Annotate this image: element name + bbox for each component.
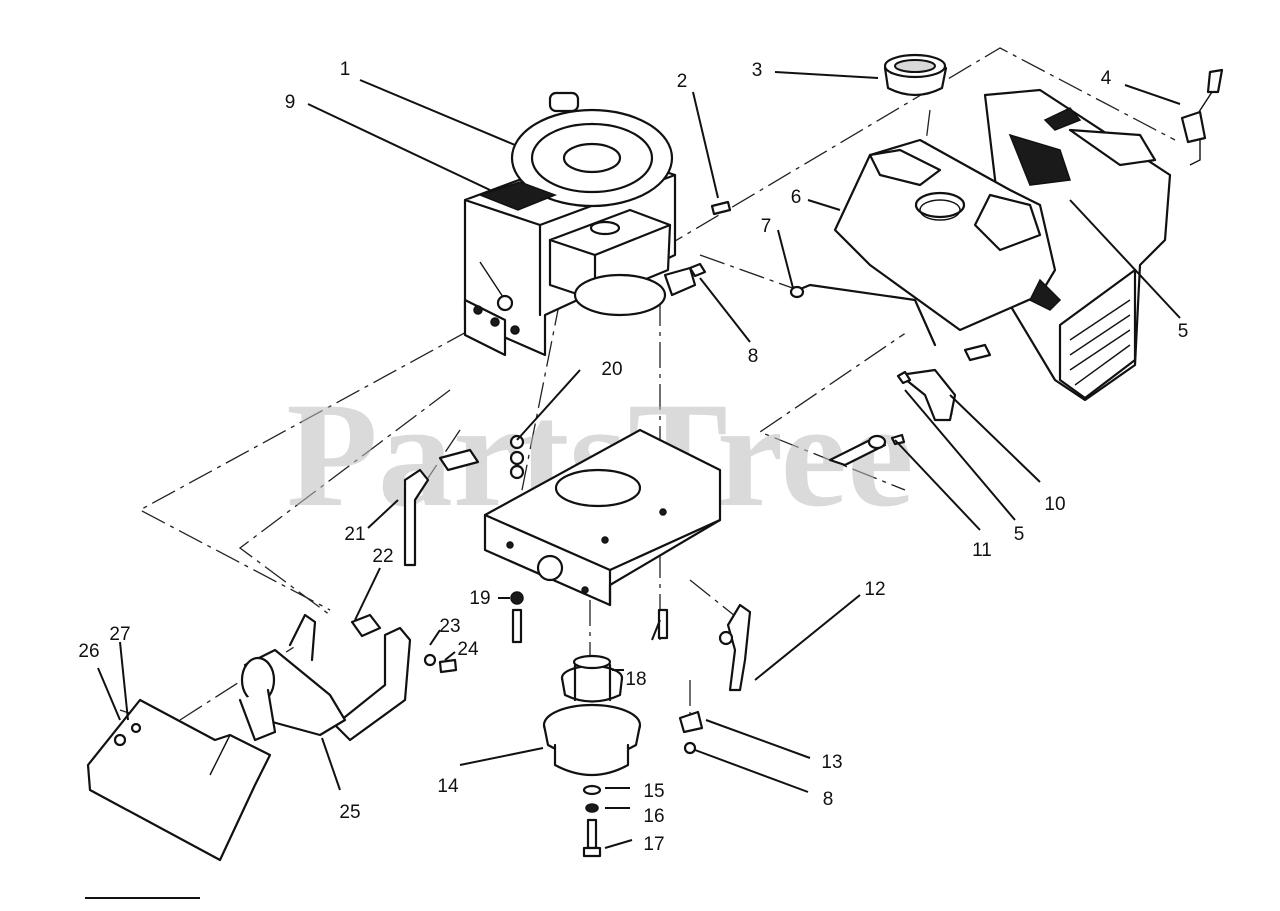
hardware-18-icon: [657, 608, 669, 640]
part-2-pin-icon: [710, 200, 732, 216]
callout-2: 2: [677, 71, 688, 92]
callout-8-bottom: 8: [823, 789, 834, 810]
callout-22: 22: [372, 546, 393, 567]
heat-shield-icon: [86, 698, 272, 862]
pulley-icon: [542, 654, 642, 858]
callout-15: 15: [643, 781, 664, 802]
callout-24: 24: [457, 639, 479, 660]
callout-26: 26: [78, 641, 99, 662]
fuel-tank-icon: [833, 88, 1172, 402]
part-12-rod-icon: [718, 603, 752, 692]
callout-12: 12: [864, 579, 885, 600]
fuel-line-icon: [789, 283, 992, 467]
engine-mount-plate-icon: [483, 428, 722, 607]
callout-4: 4: [1101, 68, 1112, 89]
callout-18: 18: [625, 669, 646, 690]
callout-8-top: 8: [748, 346, 759, 367]
callout-13: 13: [821, 752, 842, 773]
callout-7: 7: [761, 216, 772, 237]
engine-icon: [463, 91, 697, 357]
callout-17: 17: [643, 834, 664, 855]
callout-6: 6: [791, 187, 802, 208]
callout-5-top: 5: [1178, 321, 1189, 342]
callout-11: 11: [972, 540, 992, 561]
callout-19: 19: [469, 588, 490, 609]
leader-lines: [97, 71, 1181, 849]
callout-25: 25: [339, 802, 360, 823]
callout-14: 14: [437, 776, 459, 797]
part-20-bracket-icon: [438, 434, 525, 480]
muffler-icon: [238, 613, 458, 742]
callout-labels: 1 9 2 3 4 6 7 8 5 20 10 5 11 12 21 22 19…: [78, 59, 1188, 855]
hardware-19-icon: [510, 591, 524, 644]
callout-5-bottom: 5: [1014, 524, 1025, 545]
callout-23: 23: [439, 616, 460, 637]
callout-10: 10: [1044, 494, 1065, 515]
callout-20: 20: [601, 359, 622, 380]
throttle-control-icon: [1180, 68, 1224, 166]
part-13-bracket-icon: [678, 710, 704, 755]
callout-16: 16: [643, 806, 664, 827]
part-21-rod-icon: [403, 468, 430, 567]
hardware-8-icon: [688, 262, 707, 278]
callout-27: 27: [109, 624, 130, 645]
callout-1: 1: [340, 59, 351, 80]
fuel-cap-icon: [883, 53, 948, 97]
callout-21: 21: [344, 524, 365, 545]
callout-3: 3: [752, 60, 763, 81]
callout-9: 9: [285, 92, 296, 113]
